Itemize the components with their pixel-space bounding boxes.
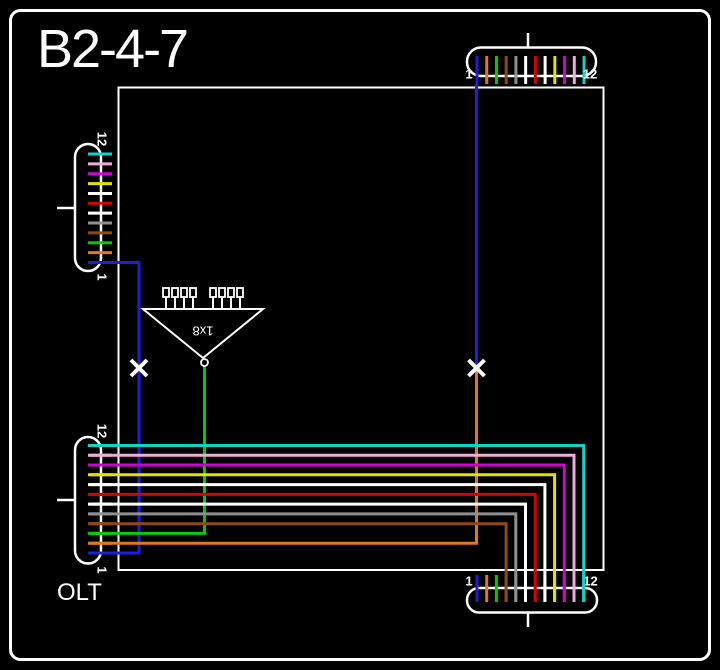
connector-bottom-left-first-pin-label: 1 bbox=[95, 566, 110, 573]
splitter-output-legs bbox=[162, 287, 244, 309]
splice-x-icon-left bbox=[129, 358, 149, 378]
fiber-route-green-to-splitter bbox=[90, 364, 206, 535]
splitter-output-port-3 bbox=[180, 287, 188, 298]
splitter-input-node-icon bbox=[200, 358, 209, 367]
connector-bottom-left-body bbox=[73, 435, 103, 565]
connector-top-right-body bbox=[465, 46, 598, 78]
olt-label: OLT bbox=[57, 579, 102, 606]
fiber-route-slate-5 bbox=[90, 512, 518, 602]
connector-top-left-pins bbox=[88, 152, 112, 264]
fiber-route-rose-11 bbox=[90, 453, 576, 602]
splitter-output-port-2 bbox=[171, 287, 179, 298]
splice-x-stroke bbox=[129, 358, 149, 378]
connector-top-right-first-pin-label: 1 bbox=[465, 67, 472, 82]
connector-bottom-right-last-pin-label: 12 bbox=[583, 574, 597, 589]
fiber-route-aqua-12 bbox=[90, 444, 586, 602]
connector-top-right-pins bbox=[475, 56, 586, 84]
fiber-routes bbox=[90, 84, 586, 602]
splice-x-icon-right bbox=[467, 358, 486, 378]
fiber-route-blue-topleft-to-bottomleft bbox=[110, 261, 141, 555]
fiber-route-red-7 bbox=[90, 492, 537, 602]
outer-border bbox=[9, 9, 711, 661]
connector-bottom-right-body bbox=[465, 586, 599, 614]
splitter-output-port-7 bbox=[227, 287, 235, 298]
fiber-route-orange-to-splice bbox=[90, 368, 478, 545]
splice-x-stroke bbox=[467, 358, 486, 378]
connector-bottom-right: 1 12 bbox=[465, 574, 599, 627]
fiber-route-brown-4 bbox=[90, 522, 508, 602]
splitter-output-port-5 bbox=[209, 287, 217, 298]
splitter-output-port-4 bbox=[189, 287, 197, 298]
connector-bottom-right-first-pin-label: 1 bbox=[465, 574, 472, 589]
splitter-ratio-label: 1x8 bbox=[193, 324, 214, 339]
connector-top-left-first-pin-label: 1 bbox=[95, 273, 110, 280]
main-enclosure-box bbox=[117, 86, 605, 571]
connector-top-right: 1 12 bbox=[465, 33, 598, 84]
splitter-triangle bbox=[140, 308, 266, 360]
splitter-output-port-8 bbox=[236, 287, 244, 298]
connector-top-left-last-pin-label: 12 bbox=[95, 132, 110, 146]
connector-top-left-body bbox=[73, 142, 103, 273]
connector-top-left: 12 1 bbox=[57, 132, 112, 281]
page-title: B2-4-7 bbox=[37, 19, 187, 79]
splitter-output-port-6 bbox=[218, 287, 226, 298]
splitter-1x8: 1x8 bbox=[140, 287, 266, 367]
splitter-output-port-1 bbox=[162, 287, 170, 298]
fiber-route-violet-10 bbox=[90, 463, 566, 602]
fiber-route-yellow-9 bbox=[90, 473, 557, 602]
connector-top-right-last-pin-label: 12 bbox=[583, 67, 597, 82]
fiber-route-black-8 bbox=[90, 483, 547, 602]
connector-bottom-left-last-pin-label: 12 bbox=[95, 424, 110, 438]
fiber-route-white-6 bbox=[90, 502, 527, 602]
